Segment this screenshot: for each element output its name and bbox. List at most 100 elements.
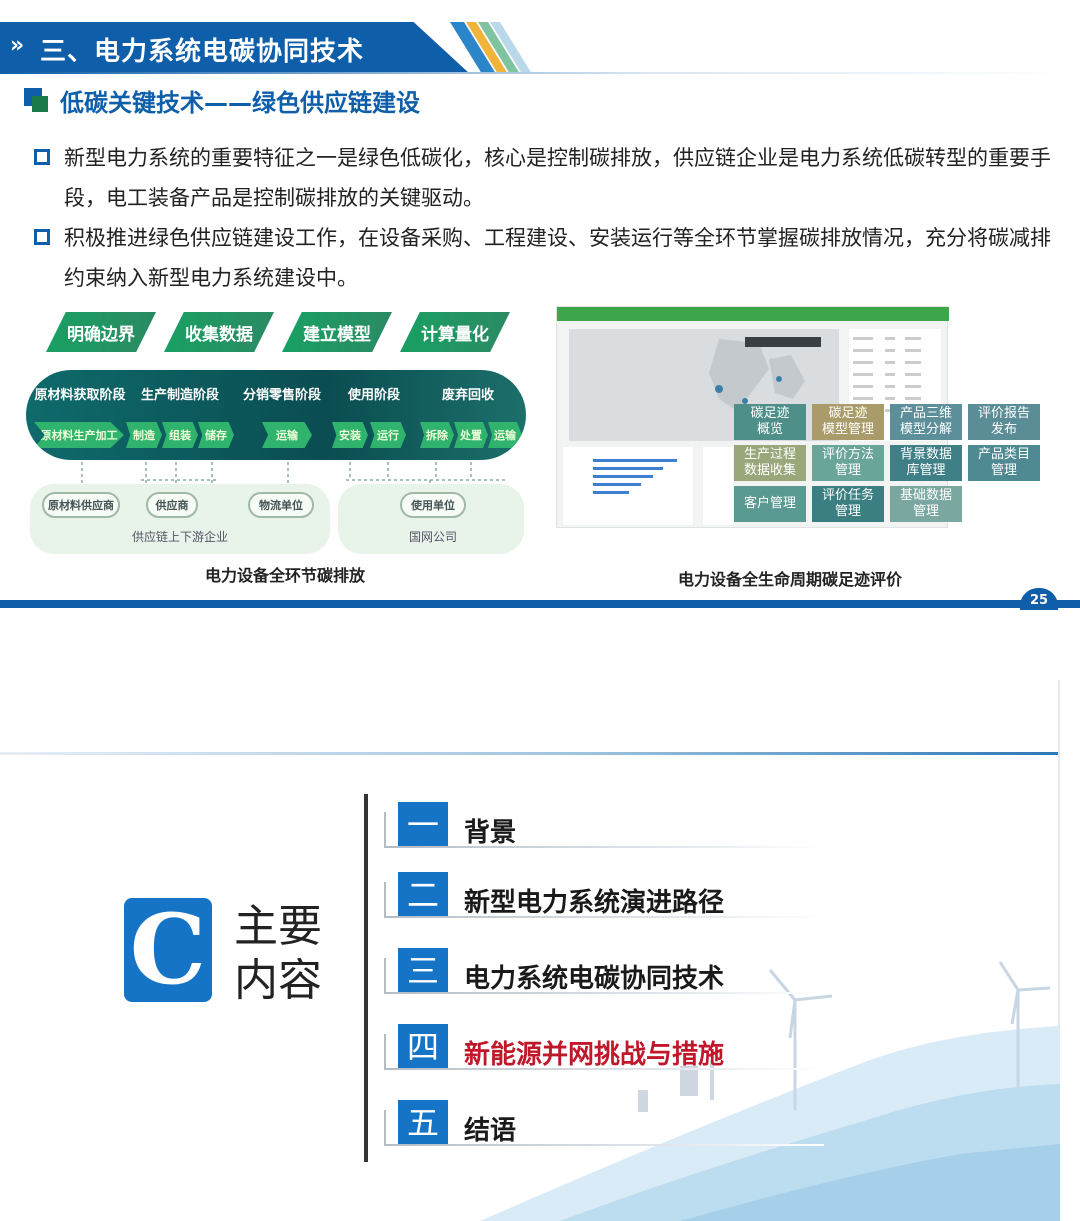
slide-carbon-tech: » 三、电力系统电碳协同技术 低碳关键技术——绿色供应链建设 新型电力系统的重要… [0,22,1080,610]
supply-chain-entities-group: 原材料供应商 供应商 物流单位 供应链上下游企业 [30,484,330,554]
tile-method-mgmt: 评价方法 管理 [812,445,884,481]
contents-right-border [1058,680,1060,1200]
tile-label: 背景数据 库管理 [899,447,952,478]
slide-bottom-bar [0,600,1080,608]
toc-underline [384,1068,824,1070]
toc-underline [384,1144,824,1146]
toc-item-evolution-path[interactable]: 二 新型电力系统演进路径 [384,872,844,930]
chip: 运输 [262,422,312,448]
step-build-model: 建立模型 [282,312,392,352]
tile-task-mgmt: 评价任务 管理 [812,486,884,522]
tile-label: 碳足迹 概览 [750,406,790,437]
tile-footprint-overview: 碳足迹 概览 [734,404,806,440]
carbon-flow-diagram: 明确边界 收集数据 建立模型 计算量化 原材料获取阶段 生产制造阶段 分销零售阶… [26,312,536,557]
section-title: 三、电力系统电碳协同技术 [40,37,365,67]
tile-label: 基础数据 管理 [899,488,952,519]
tile-label: 生产过程 数据收集 [743,447,796,478]
bullet-square-icon [34,229,50,245]
tile-label: 产品类目 管理 [977,447,1030,478]
stage-distribution: 分销零售阶段 [242,388,321,403]
grid-company-caption: 国网公司 [408,530,457,544]
step-quantify: 计算量化 [400,312,510,352]
entity-raw-supplier: 原材料供应商 [42,492,120,518]
toc-underline [384,916,824,918]
dashboard-chart-panel [563,447,693,525]
contents-top-line [0,752,1060,755]
bullet-square-icon [34,149,50,165]
toc-number: 一 [398,802,448,848]
toc-item-background[interactable]: 一 背景 [384,802,844,860]
entity-supplier: 供应商 [146,492,198,518]
entity-user-unit: 使用单位 [400,492,466,518]
tile-report-publish: 评价报告 发布 [968,404,1040,440]
tile-3d-model: 产品三维 模型分解 [890,404,962,440]
header-underline [0,72,1080,74]
contents-title: 主要内容 [234,901,322,1006]
toc-number: 五 [398,1100,448,1146]
bullet-text: 新型电力系统的重要特征之一是绿色低碳化，核心是控制碳排放，供应链企业是电力系统低… [64,146,1051,210]
sub-process-row: 原材料生产加工 制造 组装 储存 运输 安装 运行 拆除 处置 运输 [26,422,526,450]
toc-underline [384,846,824,848]
bullet-item: 积极推进绿色供应链建设工作，在设备采购、工程建设、安装运行等全环节掌握碳排放情况… [34,218,1054,298]
tile-base-data: 基础数据 管理 [890,486,962,522]
subtitle-square-icon [24,88,48,112]
stage-raw-material: 原材料获取阶段 [34,388,126,403]
toc-label: 背景 [464,818,517,848]
chip: 运行 [370,422,406,448]
tile-label: 碳足迹 模型管理 [821,406,874,437]
tile-production-data: 生产过程 数据收集 [734,445,806,481]
chip: 拆除 [420,422,454,448]
page-number: 25 [1020,588,1058,610]
chip: 储存 [198,422,234,448]
bullet-list: 新型电力系统的重要特征之一是绿色低碳化，核心是控制碳排放，供应链企业是电力系统低… [34,138,1054,298]
figure-caption-left: 电力设备全环节碳排放 [204,566,365,585]
toc-number: 四 [398,1024,448,1070]
lifecycle-stages-bar: 原材料获取阶段 生产制造阶段 分销零售阶段 使用阶段 废弃回收 原材料生产加工 … [26,370,526,460]
entities-caption: 供应链上下游企业 [131,530,228,544]
toc-label-highlighted: 新能源并网挑战与措施 [464,1040,725,1070]
toc-label: 新型电力系统演进路径 [464,888,725,918]
dashboard-function-tiles: 碳足迹 概览 碳足迹 模型管理 产品三维 模型分解 评价报告 发布 生产过程 数… [734,404,1046,524]
toc-item-grid-challenges[interactable]: 四 新能源并网挑战与措施 [384,1024,844,1082]
dashboard-topbar [557,307,949,321]
wind-turbine-landscape-illustration [480,961,1060,1221]
toc-label: 电力系统电碳协同技术 [464,964,725,994]
toc-number: 二 [398,872,448,918]
toc-item-carbon-tech[interactable]: 三 电力系统电碳协同技术 [384,948,844,1006]
stage-manufacturing: 生产制造阶段 [140,388,219,403]
step-define-boundary: 明确边界 [46,312,156,352]
bullet-text: 积极推进绿色供应链建设工作，在设备采购、工程建设、安装运行等全环节掌握碳排放情况… [64,226,1051,290]
slide-table-of-contents: C 主要内容 一 背景 二 新型电力系统演进路径 三 电力系统电碳协同技术 四 … [0,680,1080,1221]
bullet-item: 新型电力系统的重要特征之一是绿色低碳化，核心是控制碳排放，供应链企业是电力系统低… [34,138,1054,218]
header-stripes-decoration [450,22,532,74]
contents-c-logo: C [124,898,212,1002]
tile-background-db: 背景数据 库管理 [890,445,962,481]
slide-subtitle: 低碳关键技术——绿色供应链建设 [60,89,420,117]
tile-label: 客户管理 [743,496,796,511]
grid-company-group: 使用单位 国网公司 [338,484,524,554]
toc-underline [384,992,824,994]
toc-label: 结语 [464,1116,517,1146]
process-steps: 明确边界 收集数据 建立模型 计算量化 [46,312,526,354]
entity-logistics: 物流单位 [248,492,314,518]
chip: 安装 [332,422,368,448]
dashboard-side-panel [703,447,733,525]
chip: 制造 [126,422,162,448]
tile-category-mgmt: 产品类目 管理 [968,445,1040,481]
tile-label: 评价报告 发布 [977,406,1030,437]
chip: 原材料生产加工 [34,422,124,448]
figure-caption-right: 电力设备全生命周期碳足迹评价 [677,570,902,589]
tile-footprint-model: 碳足迹 模型管理 [812,404,884,440]
toc-item-conclusion[interactable]: 五 结语 [384,1100,844,1158]
chip: 处置 [454,422,488,448]
step-collect-data: 收集数据 [164,312,274,352]
tile-customer-mgmt: 客户管理 [734,486,806,522]
tile-label: 产品三维 模型分解 [899,406,952,437]
section-header-bar [0,22,470,74]
chip: 运输 [488,422,522,448]
tile-label: 评价方法 管理 [821,447,874,478]
stage-use: 使用阶段 [347,388,400,403]
toc-number: 三 [398,948,448,994]
connector-lines [81,462,506,488]
double-chevron-icon: » [10,33,25,58]
